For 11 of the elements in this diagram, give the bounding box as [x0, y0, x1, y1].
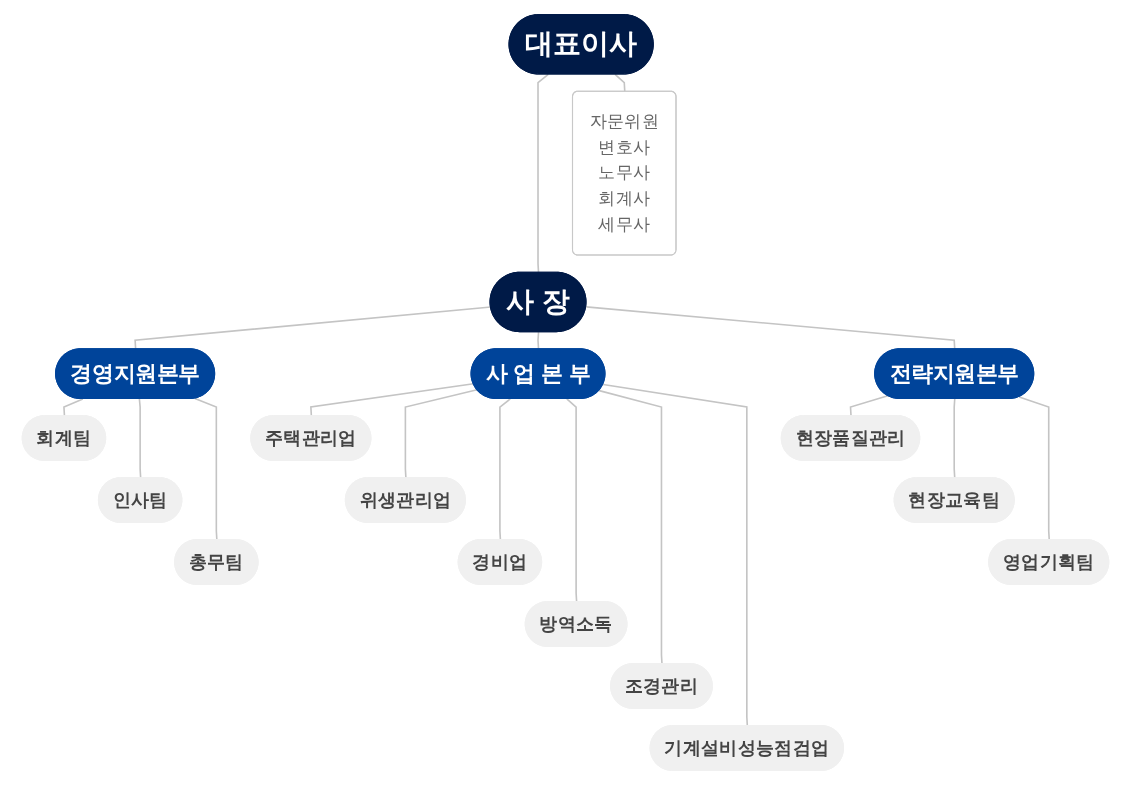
connector	[404, 388, 478, 479]
connector	[598, 389, 663, 665]
connector	[614, 73, 626, 93]
connector	[602, 383, 749, 727]
connector	[1018, 396, 1051, 541]
connector	[953, 398, 956, 479]
connector	[566, 398, 578, 603]
connector	[194, 397, 218, 541]
connector	[138, 398, 142, 479]
connector	[537, 73, 550, 274]
connector	[499, 398, 512, 541]
